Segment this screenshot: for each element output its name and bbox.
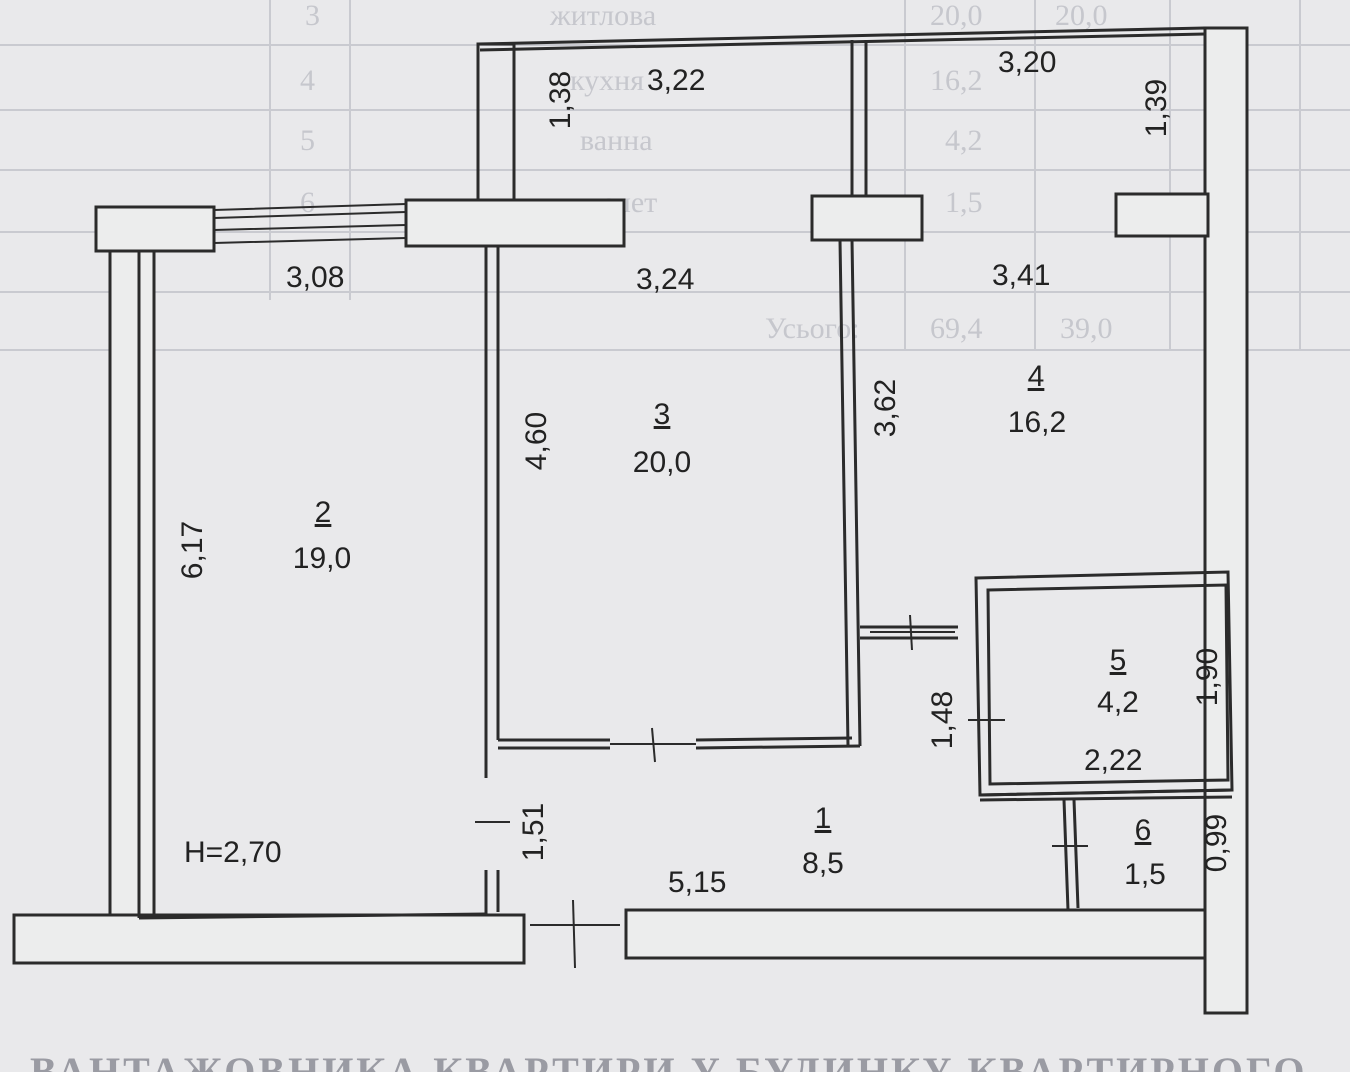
- partitions: [137, 239, 1234, 926]
- dim-balcony-right-depth: 1,39: [1140, 79, 1173, 137]
- room-labels: 2 19,0 3 20,0 4 16,2 5 4,2 1 8,5 6 1,5 H…: [184, 360, 1166, 891]
- balcony-divider: [850, 40, 868, 196]
- room-1-number: 1: [815, 802, 832, 835]
- table-row-num: 4: [300, 64, 315, 97]
- room2-wall-lower: [484, 870, 500, 914]
- dim-hall-depth-left: 1,51: [517, 803, 550, 861]
- table-total-label: Усього:: [765, 312, 860, 345]
- dim-room5-length: 1,90: [1191, 648, 1224, 706]
- room-3-area: 20,0: [633, 446, 691, 479]
- table-row-area: 1,5: [945, 186, 983, 219]
- table-total-area: 69,4: [930, 312, 983, 345]
- dim-room3-width: 3,24: [636, 263, 694, 296]
- bottom-right-wall: [624, 908, 1248, 960]
- door-tick: [909, 614, 913, 651]
- balcony-left-side: [476, 42, 516, 200]
- table-row-living: 20,0: [1055, 0, 1108, 32]
- document-caption: ВАНТАЖОВНИКА КВАРТИРИ У БУДИНКУ КВАРТИРН…: [30, 1049, 1308, 1072]
- room-5-number: 5: [1110, 644, 1127, 677]
- dimension-labels: 1,38 3,22 3,20 1,39 3,08 3,24 3,41 6,17 …: [176, 46, 1233, 899]
- room2-room3-wall: [484, 246, 500, 778]
- room-5-area: 4,2: [1097, 686, 1139, 719]
- room3-bottom-wall-right: [695, 736, 861, 750]
- room2-outline: [137, 250, 487, 920]
- room6-left-wall: [1062, 799, 1080, 911]
- walls: [12, 26, 1249, 1015]
- wall-pillar-right: [1114, 192, 1210, 238]
- table-row-num: 5: [300, 124, 315, 157]
- dim-room5-width: 2,22: [1084, 744, 1142, 777]
- room3-room4-wall: [838, 239, 862, 747]
- room-6-number: 6: [1135, 814, 1152, 847]
- background-table-text: 3 житлова 20,0 20,0 4 кухня 16,2 5 ванна…: [300, 0, 1113, 345]
- table-row-area: 16,2: [930, 64, 983, 97]
- room-2-number: 2: [315, 496, 332, 529]
- room-6-area: 1,5: [1124, 858, 1166, 891]
- wall-pillar-middle: [404, 198, 626, 248]
- background-table-grid: [0, 0, 1350, 351]
- table-row-num: 3: [305, 0, 320, 32]
- door-tick: [651, 727, 656, 763]
- room-4-number: 4: [1028, 360, 1045, 393]
- table-row-area: 4,2: [945, 124, 983, 157]
- wall-pillar-left: [94, 205, 216, 253]
- table-row-area: 20,0: [930, 0, 983, 32]
- window-glazing: [213, 203, 407, 244]
- table-row-name: кухня: [570, 64, 644, 97]
- dim-room6-length: 0,99: [1200, 814, 1233, 872]
- balcony-top-edge: [477, 26, 1206, 46]
- dim-room3-length: 4,60: [520, 412, 553, 470]
- table-row-name: ванна: [580, 124, 653, 157]
- bottom-left-wall: [12, 913, 526, 965]
- table-row-num: 6: [300, 186, 315, 219]
- right-outer-wall: [1203, 26, 1249, 1015]
- dim-room2-length: 6,17: [176, 521, 209, 579]
- room-4-area: 16,2: [1008, 406, 1066, 439]
- dim-balcony-right-width: 3,20: [998, 46, 1056, 79]
- table-total-living: 39,0: [1060, 312, 1113, 345]
- table-row-name: житлова: [549, 0, 656, 32]
- dim-balcony-left-depth: 1,38: [544, 71, 577, 129]
- room3-bottom-wall-left: [498, 738, 610, 750]
- room-3-number: 3: [654, 398, 671, 431]
- dim-room2-width: 3,08: [286, 261, 344, 294]
- left-outer-wall: [108, 248, 156, 922]
- door-tick: [572, 899, 576, 969]
- dim-balcony-left-width: 3,22: [647, 64, 705, 97]
- balcony-top-edge-inner: [479, 32, 1206, 52]
- ceiling-height: H=2,70: [184, 836, 282, 869]
- room4-bottom-wall: [860, 625, 958, 640]
- dim-room4-width: 3,41: [992, 259, 1050, 292]
- dim-hall-width: 5,15: [668, 866, 726, 899]
- door-marks: [475, 614, 1088, 969]
- dim-room4-length: 3,62: [869, 379, 902, 437]
- wall-pillar-right-mid: [810, 194, 924, 242]
- dim-hall-depth-right: 1,48: [926, 691, 959, 749]
- room-1-area: 8,5: [802, 847, 844, 880]
- room-2-area: 19,0: [293, 542, 351, 575]
- room5-room6-wall: [979, 788, 1233, 802]
